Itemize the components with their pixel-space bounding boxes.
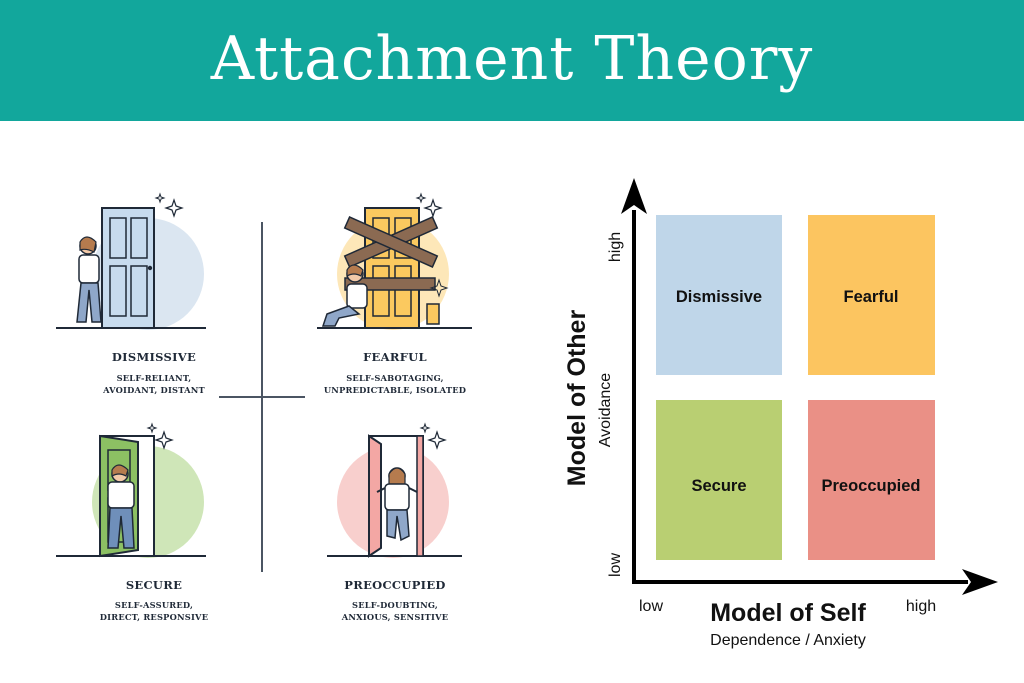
dismissive-card: DISMISSIVE SELF-RELIANT, AVOIDANT, DISTA… [56, 186, 252, 406]
cell-preoccupied-label: Preoccupied [821, 477, 920, 495]
y-axis-subtitle: Avoidance [597, 373, 614, 448]
preoccupied-card: PREOCCUPIED SELF-DOUBTING, ANXIOUS, SENS… [297, 416, 493, 636]
cell-fearful-label: Fearful [843, 288, 898, 306]
secure-title: SECURE [125, 578, 183, 592]
fearful-title: FEARFUL [363, 350, 427, 364]
preoccupied-door-illustration [327, 422, 462, 558]
x-axis-title: Model of Self [710, 599, 866, 627]
y-axis-arrow-icon [621, 178, 647, 214]
cell-dismissive-label: Dismissive [676, 288, 762, 306]
x-axis-low-label: low [639, 598, 663, 615]
cell-secure [656, 400, 782, 560]
fearful-card: FEARFUL SELF-SABOTAGING, UNPREDICTABLE, … [297, 186, 493, 406]
preoccupied-door [368, 434, 382, 558]
cell-preoccupied [808, 400, 935, 560]
x-axis-arrow-icon [962, 569, 998, 595]
preoccupied-traits: SELF-DOUBTING, ANXIOUS, SENSITIVE [341, 600, 449, 622]
dismissive-title: DISMISSIVE [111, 350, 197, 364]
cell-dismissive [656, 215, 782, 375]
x-axis-high-label: high [906, 598, 936, 615]
horizontal-divider [219, 396, 305, 398]
preoccupied-title: PREOCCUPIED [344, 578, 446, 592]
page-title: Attachment Theory [210, 24, 814, 94]
fearful-door-illustration [317, 192, 472, 330]
y-axis-title: Model of Other [563, 310, 591, 487]
secure-card: SECURE SELF-ASSURED, DIRECT, RESPONSIVE [56, 416, 252, 636]
dismissive-traits: SELF-RELIANT, AVOIDANT, DISTANT [103, 373, 205, 395]
secure-door-illustration [56, 422, 206, 558]
y-axis-high-label: high [607, 232, 624, 262]
x-axis-subtitle: Dependence / Anxiety [710, 632, 866, 649]
y-axis-low-label: low [607, 553, 624, 577]
title-banner: Attachment Theory [0, 0, 1024, 121]
cell-secure-label: Secure [691, 477, 746, 495]
secure-traits: SELF-ASSURED, DIRECT, RESPONSIVE [99, 600, 209, 622]
fearful-traits: SELF-SABOTAGING, UNPREDICTABLE, ISOLATED [323, 373, 467, 395]
dismissive-door-illustration [56, 192, 206, 330]
cell-fearful [808, 215, 935, 375]
